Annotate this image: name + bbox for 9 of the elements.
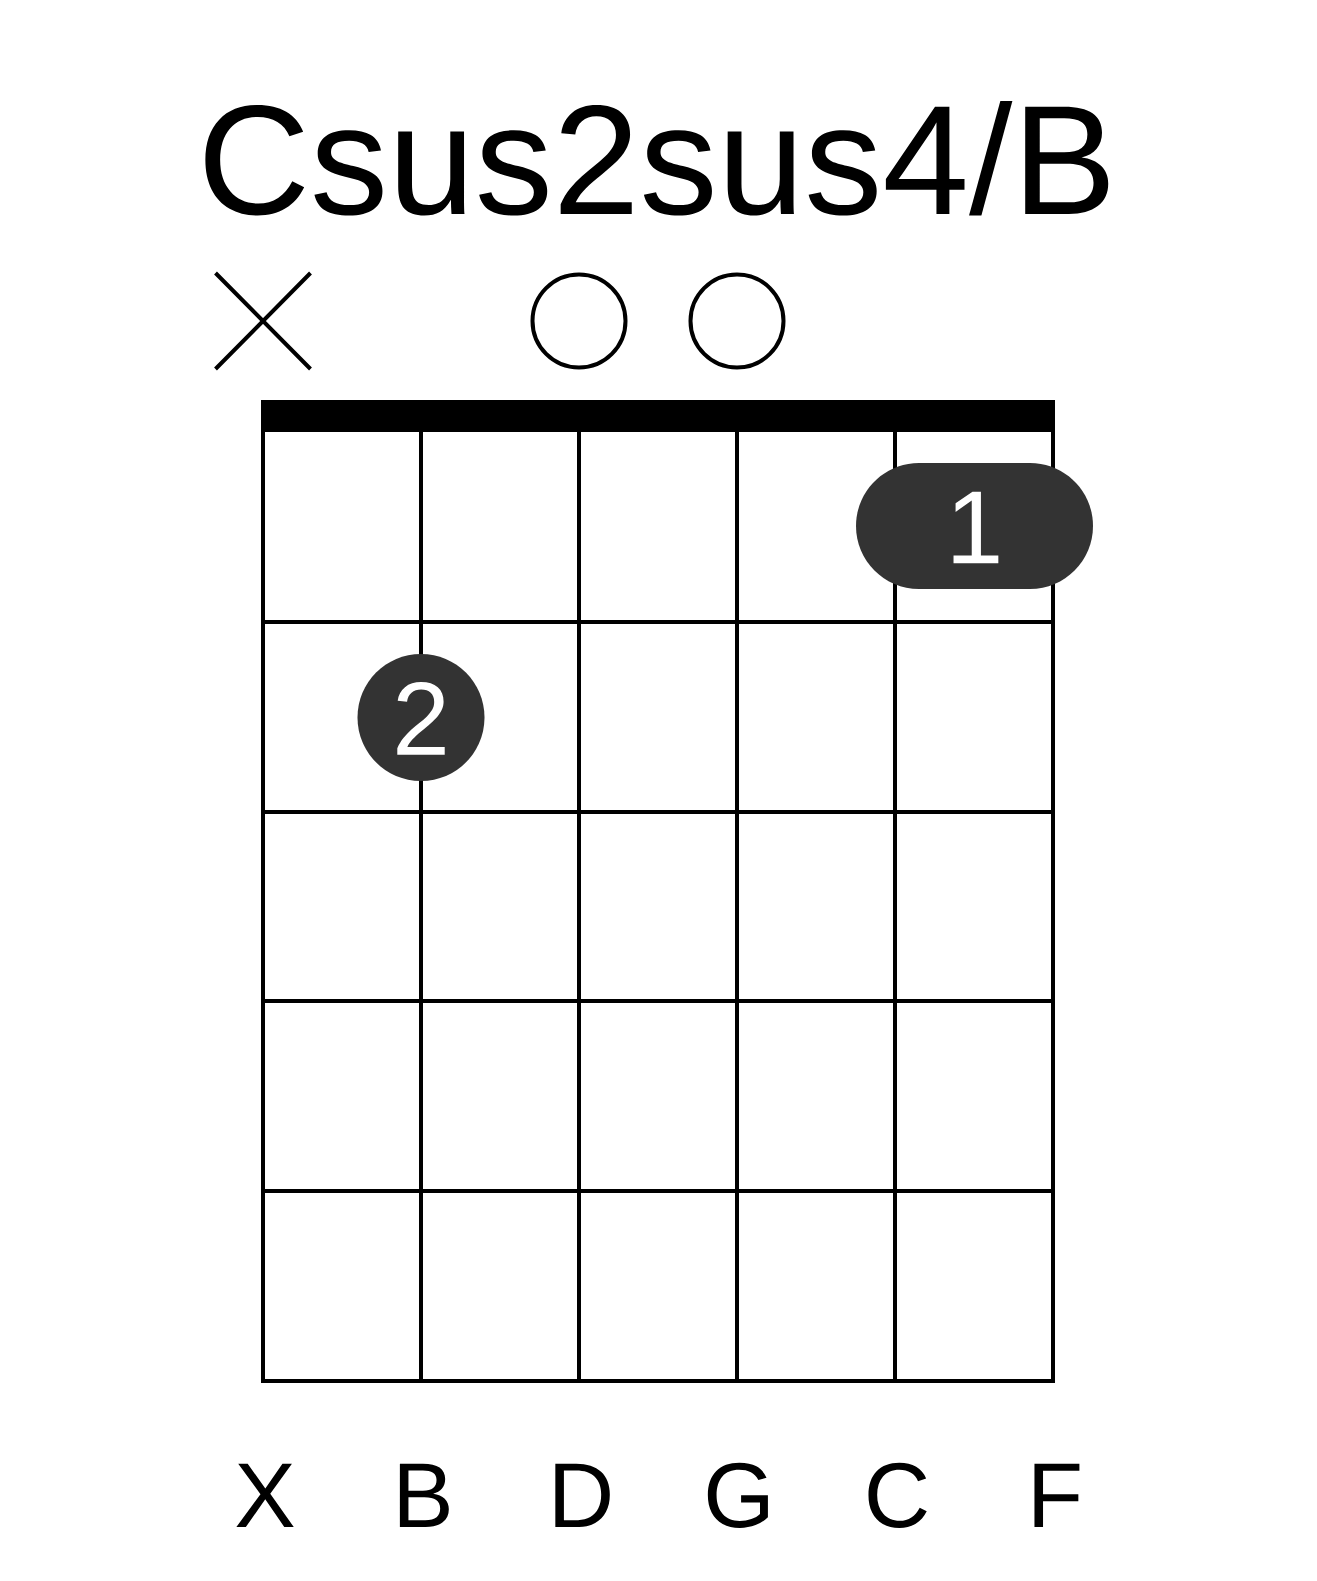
string-name: C	[868, 1462, 927, 1528]
string-name: G	[707, 1462, 768, 1528]
string-name: F	[1034, 1463, 1080, 1527]
string-name: X	[236, 1463, 294, 1527]
string-name: D	[555, 1463, 610, 1527]
chord-title: Csus2sus4/B	[205, 101, 1109, 216]
open-string-circle	[688, 272, 786, 370]
string-name: B	[399, 1463, 449, 1527]
open-string-circle	[530, 272, 628, 370]
